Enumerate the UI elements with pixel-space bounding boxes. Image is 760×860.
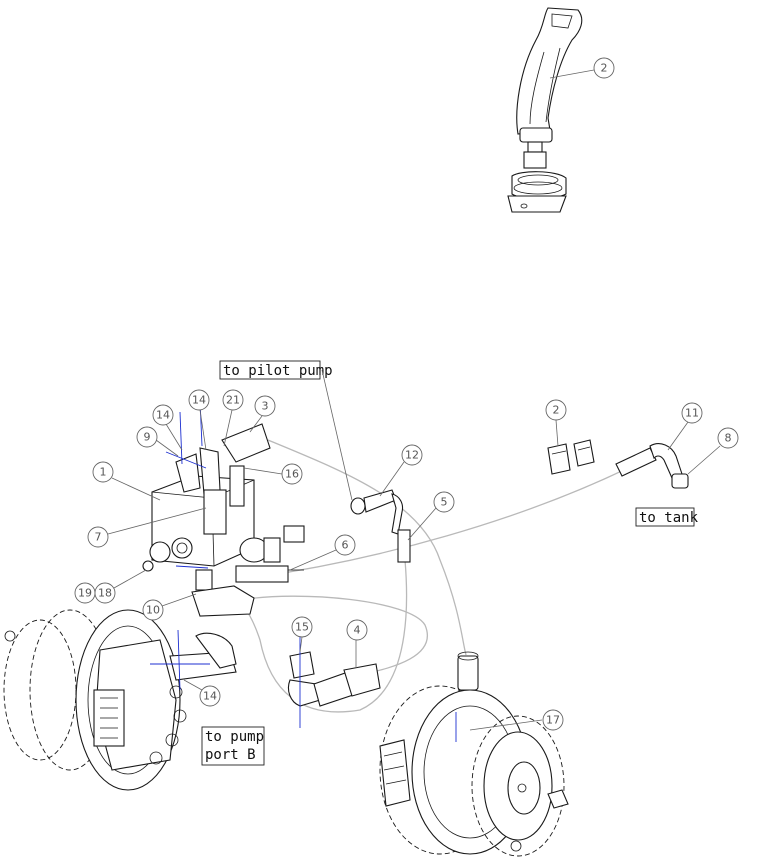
callout-16: 16: [243, 463, 303, 485]
svg-text:to pilot pump: to pilot pump: [223, 363, 333, 379]
callout-7: 7: [87, 507, 207, 548]
callout-10: 10: [142, 593, 197, 621]
callout-4: 4: [346, 619, 368, 668]
callout-17: 17: [469, 709, 564, 731]
callout-3: 3: [249, 395, 276, 433]
svg-text:12: 12: [405, 449, 419, 462]
callout-14-b: 14: [188, 389, 210, 451]
callout-19: 19: [74, 582, 96, 604]
svg-text:port B: port B: [205, 747, 256, 763]
left-wheel-motor: [3, 609, 237, 791]
svg-text:14: 14: [156, 409, 170, 422]
callout-9: 9: [136, 426, 179, 457]
callout-1: 1: [92, 461, 161, 501]
svg-text:17: 17: [546, 714, 560, 727]
callout-8: 8: [687, 427, 739, 475]
callout-2-joystick: 2: [549, 57, 615, 79]
svg-text:5: 5: [441, 496, 448, 509]
svg-text:14: 14: [203, 690, 217, 703]
svg-text:2: 2: [553, 404, 560, 417]
svg-text:to tank: to tank: [639, 510, 699, 526]
svg-text:4: 4: [354, 624, 361, 637]
connector-plugs: [547, 439, 595, 475]
svg-text:21: 21: [226, 394, 240, 407]
valve-block: [142, 399, 305, 617]
svg-text:3: 3: [262, 400, 269, 413]
svg-text:2: 2: [601, 62, 608, 75]
callout-5: 5: [407, 491, 455, 541]
hose-end-fittings: [287, 630, 381, 728]
svg-text:16: 16: [285, 468, 299, 481]
svg-text:10: 10: [146, 604, 160, 617]
svg-text:1: 1: [100, 466, 107, 479]
note-to-tank: to tank: [635, 507, 699, 527]
svg-text:11: 11: [685, 407, 699, 420]
pilot-fittings: [350, 489, 411, 563]
callout-15: 15: [291, 616, 313, 653]
tank-fittings: [615, 443, 689, 489]
svg-text:6: 6: [342, 539, 349, 552]
callout-11: 11: [667, 402, 703, 451]
note-to-pump-port-b: to pump port B: [201, 726, 265, 766]
joystick-handle: [507, 7, 583, 213]
note-to-pilot-pump: to pilot pump: [219, 360, 353, 501]
callout-12: 12: [379, 444, 423, 497]
callout-6: 6: [289, 534, 356, 571]
right-wheel-motor: [379, 651, 569, 857]
svg-text:19: 19: [78, 587, 92, 600]
svg-text:15: 15: [295, 621, 309, 634]
svg-text:18: 18: [98, 587, 112, 600]
svg-text:8: 8: [725, 432, 732, 445]
callout-21: 21: [222, 389, 244, 447]
svg-text:7: 7: [95, 531, 102, 544]
svg-text:9: 9: [144, 431, 151, 444]
svg-text:to pump: to pump: [205, 729, 264, 745]
callout-18: 18: [94, 569, 147, 604]
callout-14-a: 14: [152, 404, 183, 451]
callout-14-c: 14: [183, 679, 221, 707]
svg-text:14: 14: [192, 394, 206, 407]
callout-2-connectors: 2: [545, 399, 567, 447]
